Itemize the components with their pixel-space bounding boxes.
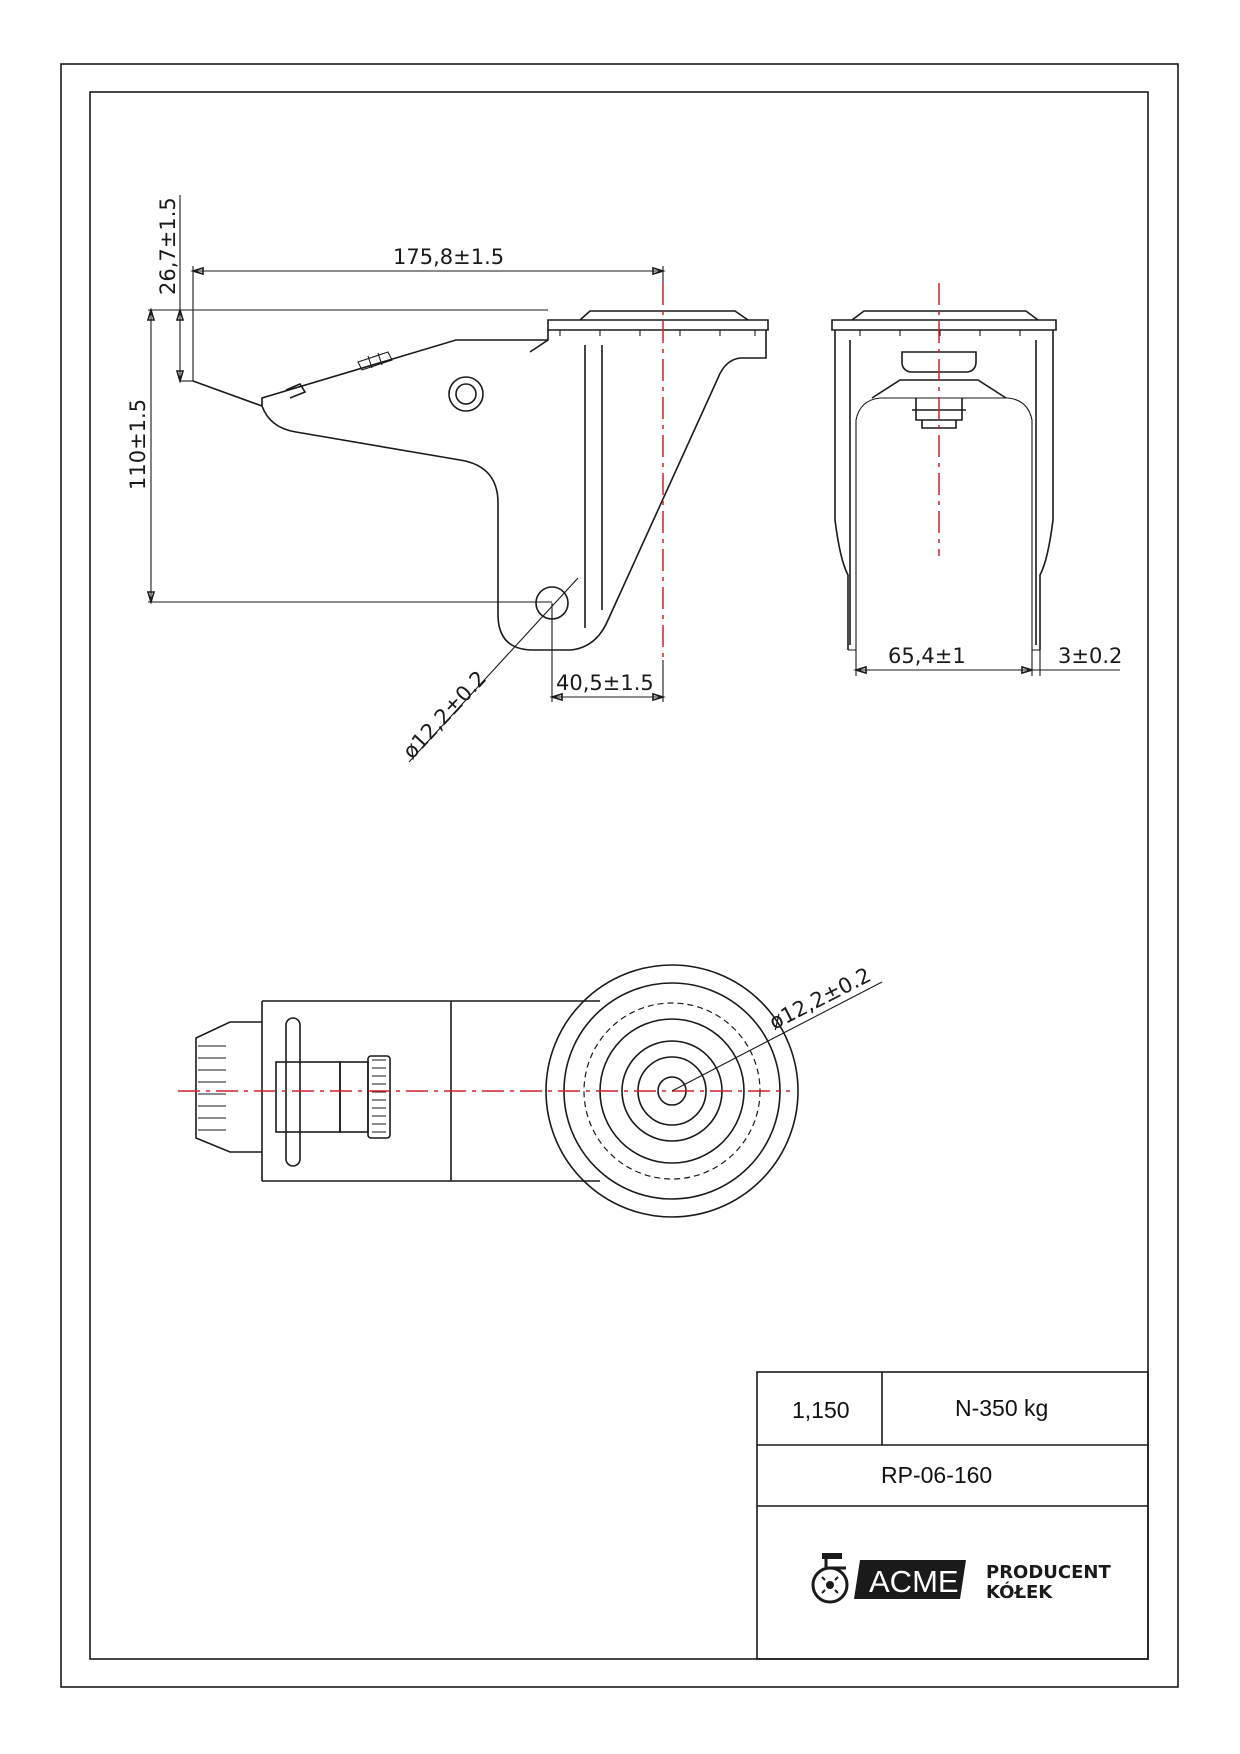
side-view: 175,8±1.5 26,7±1.5 110±1.5 ø12,2±0.2 40,…: [126, 195, 769, 763]
title-block: 1,150 N-350 kg RP-06-160 ACME PRODUCENT …: [756, 1371, 1149, 1660]
logo-brand: ACME: [869, 1564, 959, 1599]
front-plate-detail: [859, 330, 1021, 336]
side-brake-lever: [192, 330, 549, 408]
top-brake-pedal: [195, 1021, 262, 1153]
side-pivot-inner: [455, 383, 477, 405]
dim-overall-length: 175,8±1.5: [393, 245, 504, 269]
top-view: ø12,2±0.2: [178, 963, 883, 1218]
logo-line2: KÓŁEK: [986, 1581, 1053, 1603]
front-mounting-plate: [831, 310, 1057, 331]
top-housing: [261, 1000, 600, 1182]
part-number-cell: RP-06-160: [881, 1462, 992, 1488]
dim-axle-hole-top: ø12,2±0.2: [765, 963, 874, 1035]
top-bolt-head: [339, 1061, 369, 1133]
top-slot: [285, 1017, 301, 1167]
front-fork-outer: [834, 330, 1054, 650]
top-wheel-outer: [545, 964, 799, 1218]
side-lever-spring: [357, 351, 393, 371]
dim-wall-thickness: 3±0.2: [1058, 644, 1122, 668]
top-pedal-ribs: [198, 1045, 226, 1131]
logo-line1: PRODUCENT: [986, 1562, 1111, 1583]
dim-axle-hole-side: ø12,2±0.2: [398, 666, 491, 763]
side-fork-leg: [584, 345, 603, 628]
caster-logo-icon: [811, 1553, 849, 1604]
side-pivot-outer: [448, 376, 484, 412]
dim-inner-width: 65,4±1: [888, 644, 966, 668]
front-fork-inner-2: [848, 397, 1040, 651]
acme-logo: ACME PRODUCENT KÓŁEK: [811, 1553, 1111, 1604]
top-bolt-nut: [367, 1055, 391, 1139]
side-mounting-plate: [547, 310, 769, 331]
dim-height: 110±1.5: [126, 399, 150, 490]
side-lever-edge: [285, 382, 307, 399]
side-plate-detail: [559, 330, 756, 336]
scale-cell: 1,150: [792, 1397, 850, 1423]
front-view: 65,4±1 3±0.2: [831, 283, 1122, 676]
dim-axle-offset: 40,5±1.5: [556, 671, 654, 695]
inner-frame: [89, 91, 1149, 1660]
outer-frame: [60, 63, 1179, 1688]
front-fork-inner: [849, 340, 1037, 645]
load-cell: N-350 kg: [955, 1395, 1048, 1421]
dim-plate-offset: 26,7±1.5: [156, 197, 180, 295]
side-bracket-body: [261, 330, 767, 651]
